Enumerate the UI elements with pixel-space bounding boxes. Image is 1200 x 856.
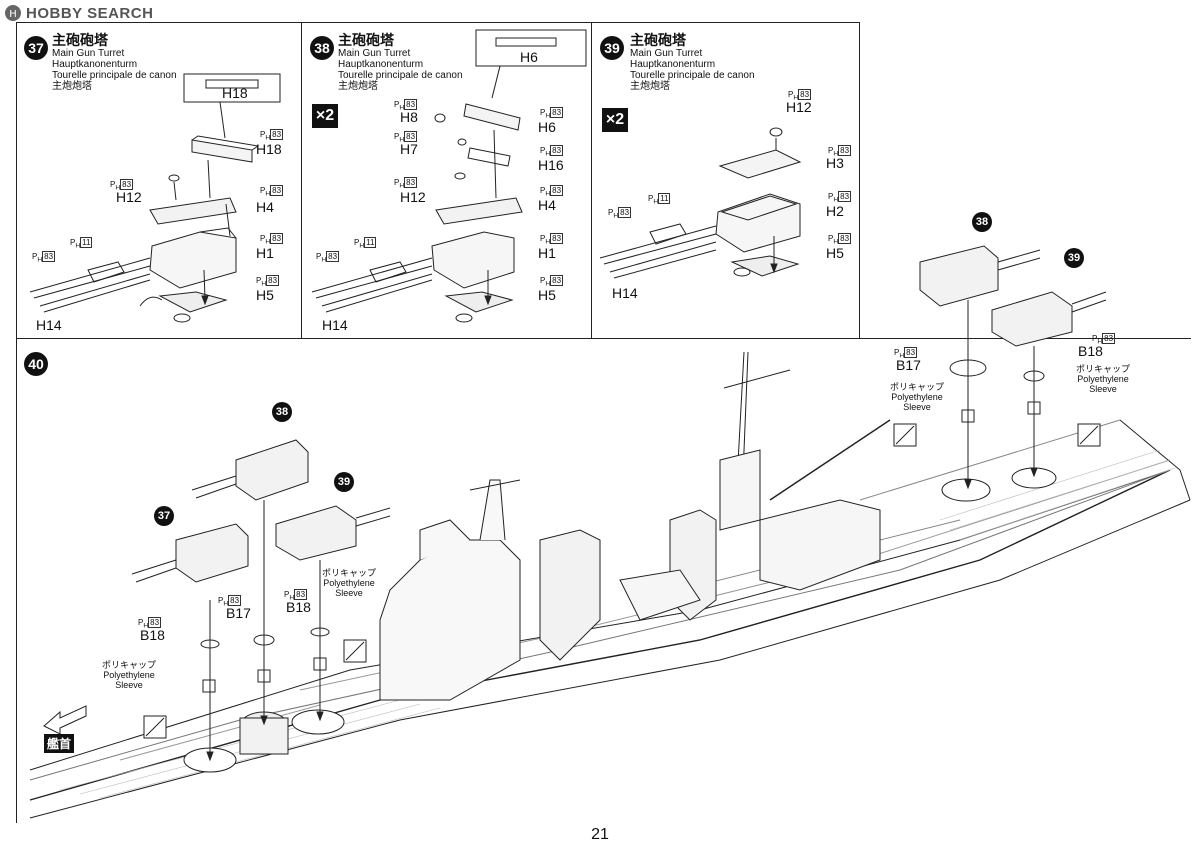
turret-39-exploded-icon xyxy=(599,127,802,279)
part-label: H12 xyxy=(116,189,142,205)
turret-39-fwd-icon xyxy=(275,505,391,561)
callout-39-fwd: 39 xyxy=(334,472,354,492)
step-39-title: 主砲砲塔 Main Gun Turret Hauptkanonenturm To… xyxy=(630,32,755,92)
part-label: H14 xyxy=(36,317,62,333)
callout-39-aft: 39 xyxy=(1064,248,1084,268)
part-label: B18 xyxy=(140,627,165,643)
part-label: B18 xyxy=(286,599,311,615)
turret-37-fwd-icon xyxy=(131,523,249,583)
part-label: H6 xyxy=(538,119,556,135)
part-label: H5 xyxy=(256,287,274,303)
step-37-badge: 37 xyxy=(24,36,48,60)
part-label: B17 xyxy=(226,605,251,621)
highlight-part-label: H18 xyxy=(222,85,248,101)
highlight-part-label: H6 xyxy=(520,49,538,65)
assembly-arrows xyxy=(206,300,1038,762)
part-label: H8 xyxy=(400,109,418,125)
part-label: B17 xyxy=(896,357,921,373)
part-label: H1 xyxy=(256,245,274,261)
turret-37-exploded-icon xyxy=(29,73,281,323)
watermark-text: HOBBY SEARCH xyxy=(26,4,154,22)
bow-label: 艦首 xyxy=(44,734,75,753)
part-label: H18 xyxy=(256,141,282,157)
part-label: H12 xyxy=(786,99,812,115)
page-number: 21 xyxy=(591,826,609,843)
turret-38-exploded-icon xyxy=(311,29,587,323)
watermark: H HOBBY SEARCH xyxy=(4,4,153,22)
turret-38-fwd-icon xyxy=(191,439,309,501)
callout-38-aft: 38 xyxy=(972,212,992,232)
bow-direction-arrow-icon xyxy=(43,705,87,735)
step-39-panel xyxy=(591,22,860,340)
multiplier-badge: ×2 xyxy=(312,104,338,128)
mainmast-icon xyxy=(719,351,891,531)
step-38-panel xyxy=(301,22,593,340)
part-label: B18 xyxy=(1078,343,1103,359)
part-label: H16 xyxy=(538,157,564,173)
step-38-badge: 38 xyxy=(310,36,334,60)
step-37-panel xyxy=(16,22,303,340)
turret-38-aft-icon xyxy=(919,245,1041,307)
part-label: H5 xyxy=(538,287,556,303)
callout-38-fwd: 38 xyxy=(272,402,292,422)
aft-structure-icon xyxy=(619,499,881,621)
part-label: H2 xyxy=(826,203,844,219)
turret-39-aft-icon xyxy=(991,291,1107,347)
step-39-badge: 39 xyxy=(600,36,624,60)
part-label: H14 xyxy=(322,317,348,333)
part-label: H7 xyxy=(400,141,418,157)
step-40-badge: 40 xyxy=(24,352,48,376)
multiplier-badge: ×2 xyxy=(602,108,628,132)
bridge-superstructure-icon xyxy=(379,479,521,701)
step-37-title: 主砲砲塔 Main Gun Turret Hauptkanonenturm To… xyxy=(52,32,177,92)
part-label: H5 xyxy=(826,245,844,261)
part-label: H1 xyxy=(538,245,556,261)
part-label: H3 xyxy=(826,155,844,171)
hobby-search-logo-icon: H xyxy=(5,5,21,21)
part-label: H14 xyxy=(612,285,638,301)
part-label: H4 xyxy=(256,199,274,215)
svg-text:H: H xyxy=(9,9,17,20)
part-label: H4 xyxy=(538,197,556,213)
step-38-title: 主砲砲塔 Main Gun Turret Hauptkanonenturm To… xyxy=(338,32,463,92)
part-label: H12 xyxy=(400,189,426,205)
step-40-panel xyxy=(16,338,1191,823)
no-glue-icon xyxy=(143,423,1101,739)
callout-37-fwd: 37 xyxy=(154,506,174,526)
